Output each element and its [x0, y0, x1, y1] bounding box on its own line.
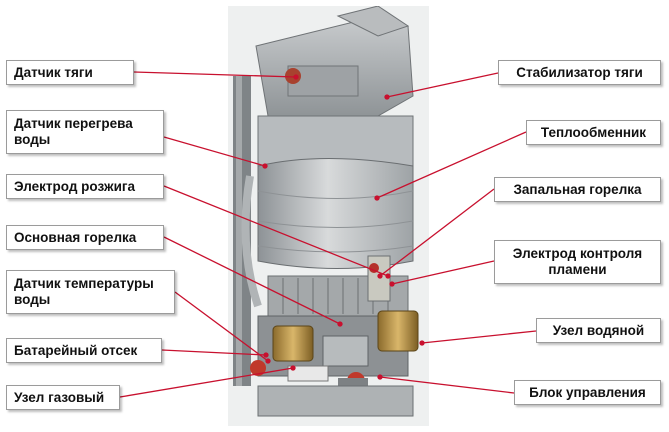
label-text: Теплообменник: [540, 124, 647, 140]
label-main-burner: Основная горелка: [6, 225, 164, 250]
label-draft-sensor: Датчик тяги: [6, 60, 134, 85]
label-text: Стабилизатор тяги: [516, 64, 643, 80]
label-gas-unit: Узел газовый: [6, 385, 120, 410]
label-control-unit: Блок управления: [514, 380, 661, 405]
label-text: Электрод розжига: [14, 178, 136, 194]
label-text: Электрод контроля пламени: [512, 246, 643, 277]
label-text: Запальная горелка: [513, 181, 642, 197]
label-text: Датчик температуры воды: [14, 276, 154, 307]
water-heater-photo: [228, 6, 429, 426]
label-text: Основная горелка: [14, 229, 137, 245]
label-water-unit: Узел водяной: [536, 318, 661, 343]
label-text: Блок управления: [529, 384, 646, 400]
label-water-temp-sensor: Датчик температуры воды: [6, 270, 175, 314]
label-text: Датчик тяги: [14, 64, 93, 80]
label-ignition-electrode: Электрод розжига: [6, 174, 164, 199]
label-flame-electrode: Электрод контроля пламени: [494, 240, 661, 284]
label-heat-exchanger: Теплообменник: [526, 120, 661, 145]
label-battery-compartment: Батарейный отсек: [6, 338, 162, 363]
label-text: Узел водяной: [552, 322, 645, 338]
label-overheat-sensor: Датчик перегрева воды: [6, 110, 164, 154]
label-text: Узел газовый: [14, 389, 105, 405]
label-draft-stabilizer: Стабилизатор тяги: [498, 60, 661, 85]
label-text: Датчик перегрева воды: [14, 116, 133, 147]
label-pilot-burner: Запальная горелка: [494, 177, 661, 202]
label-text: Батарейный отсек: [14, 342, 138, 358]
